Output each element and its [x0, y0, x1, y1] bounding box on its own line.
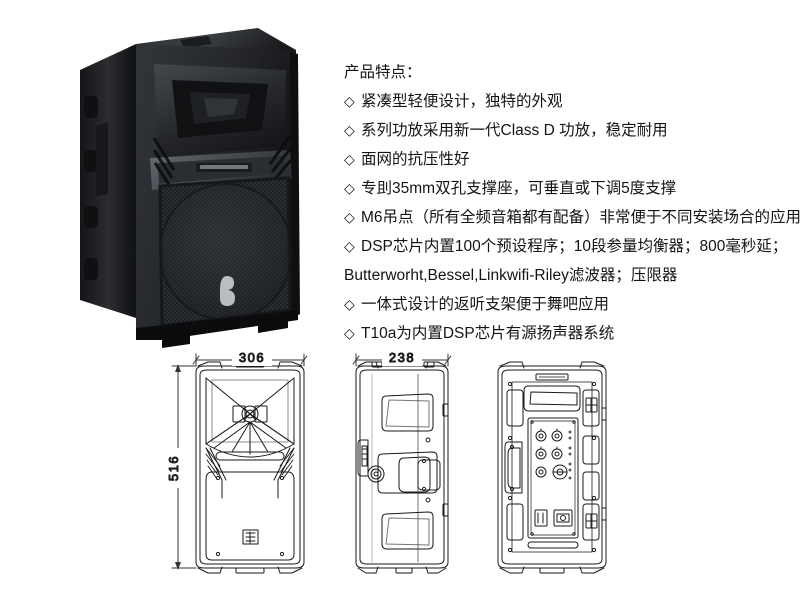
- feature-item-2-label: 系列功放采用新一代Class D 功放，稳定耐用: [361, 122, 668, 139]
- diamond-bullet-icon: ◇: [344, 238, 355, 254]
- feature-item-7: ◇ 一体式设计的返听支架便于舞吧应用: [344, 290, 796, 319]
- feature-item-1-label: 紧凑型轻便设计，独特的外观: [361, 93, 563, 110]
- technical-drawings: 306 516: [0, 348, 800, 598]
- product-photo: [62, 18, 324, 354]
- feature-item-4-label: 专刞35mm双孔支撑座，可垂直或下调5度支撑: [361, 180, 677, 197]
- front-height-dimension-label: 516: [166, 455, 181, 481]
- diamond-bullet-icon: ◇: [344, 122, 355, 138]
- front-view-drawing: [195, 361, 305, 574]
- rear-view-drawing: [497, 361, 607, 574]
- feature-list-title: 产品特点：: [344, 64, 422, 81]
- feature-item-8-label: T10a为内置DSP芯片有源扬声器系统: [361, 325, 615, 342]
- diamond-bullet-icon: ◇: [344, 209, 355, 225]
- side-view-drawing: [355, 361, 449, 574]
- feature-item-3-label: 面网的抗压性好: [361, 151, 470, 168]
- diamond-bullet-icon: ◇: [344, 180, 355, 196]
- feature-item-6-label: DSP芯片内置100个预设程序；10段参量均衡器；800毫秒延；: [361, 238, 788, 255]
- diamond-bullet-icon: ◇: [344, 325, 355, 341]
- feature-item-4: ◇ 专刞35mm双孔支撑座，可垂直或下调5度支撑: [344, 174, 796, 203]
- feature-item-8: ◇ T10a为内置DSP芯片有源扬声器系统: [344, 319, 796, 348]
- diamond-bullet-icon: ◇: [344, 93, 355, 109]
- feature-item-6-continuation: Butterworht,Bessel,Linkwifi-Riley滤波器；压限器: [344, 267, 678, 284]
- feature-item-1: ◇ 紧凑型轻便设计，独特的外观: [344, 87, 796, 116]
- beta-logo: [220, 276, 235, 306]
- diamond-bullet-icon: ◇: [344, 151, 355, 167]
- diamond-bullet-icon: ◇: [344, 296, 355, 312]
- feature-item-3: ◇ 面网的抗压性好: [344, 145, 796, 174]
- feature-item-7-label: 一体式设计的返听支架便于舞吧应用: [361, 296, 610, 313]
- feature-item-2: ◇ 系列功放采用新一代Class D 功放，稳定耐用: [344, 116, 796, 145]
- front-width-dimension-label: 306: [239, 350, 265, 365]
- feature-item-5-label: M6吊点（所有全频音箱都有配备）非常便于不同安装场合的应用: [361, 209, 800, 226]
- feature-item-5: ◇ M6吊点（所有全频音箱都有配备）非常便于不同安装场合的应用: [344, 203, 800, 232]
- side-depth-dimension-label: 238: [389, 350, 415, 365]
- feature-item-6: ◇ DSP芯片内置100个预设程序；10段参量均衡器；800毫秒延；: [344, 232, 796, 261]
- feature-list: 产品特点： ◇ 紧凑型轻便设计，独特的外观 ◇ 系列功放采用新一代Class D 功…: [344, 58, 800, 348]
